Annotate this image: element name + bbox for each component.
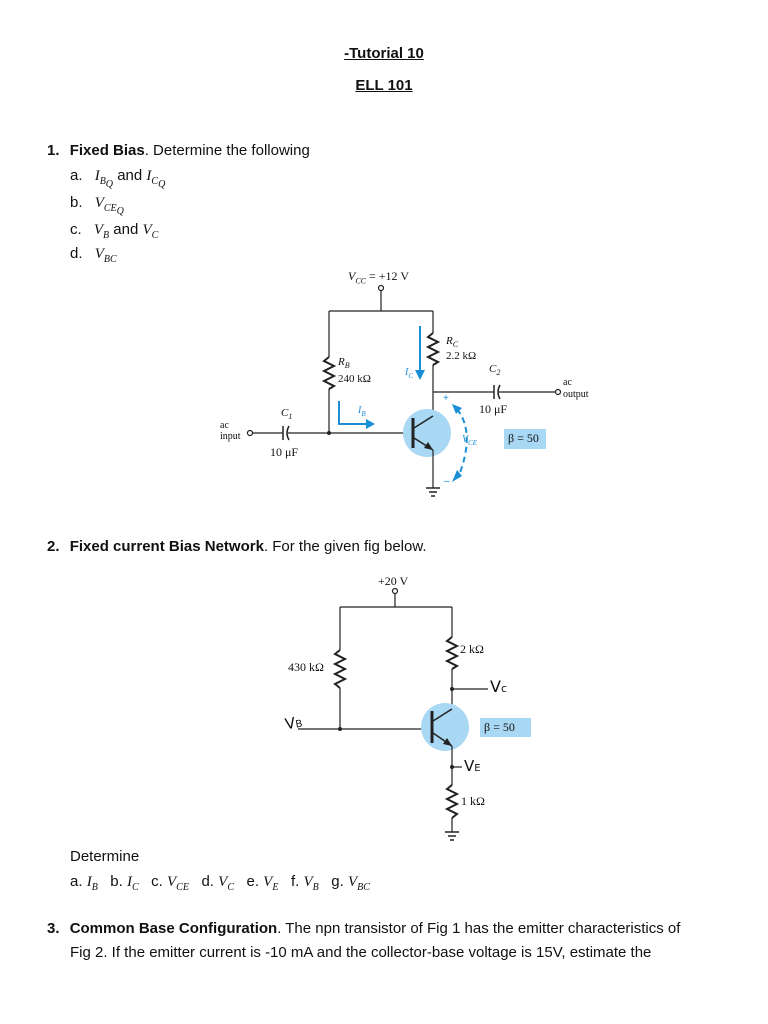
q1-item-a-letter: a. (70, 167, 83, 184)
supply-label: +20 V (378, 574, 409, 588)
rb-resistor (321, 356, 337, 390)
determine-label: Determine (70, 848, 140, 865)
ac-input-label-line2: input (220, 431, 241, 442)
c2-value: 10 μF (479, 402, 508, 416)
q2-number: 2. (47, 538, 60, 555)
ac-output-label-line1: ac (563, 377, 572, 388)
q1-item-c-letter: c. (70, 221, 82, 238)
course-code: ELL 101 (355, 77, 413, 94)
q1-item-c: c. VB and VC (70, 221, 159, 241)
transistor-q1 (403, 409, 451, 457)
vb-handwritten-label: VB (283, 713, 304, 734)
beta-label-1: β = 50 (508, 431, 539, 445)
c1-value: 10 μF (270, 445, 299, 459)
rc-value: 2.2 kΩ (446, 350, 477, 362)
re-value: 1 kΩ (461, 794, 485, 808)
rc-resistor (425, 332, 441, 366)
ac-input-label: ac input (220, 420, 241, 442)
q1-title: Fixed Bias (69, 142, 145, 159)
ic-label: IC (405, 367, 414, 380)
q2-intro: . For the given fig below. (263, 538, 427, 555)
question-3-heading: 3. Common Base Configuration. The npn tr… (47, 920, 680, 937)
rb-resistor-2 (332, 649, 348, 689)
q1-item-b: b. VCEQ (70, 194, 124, 217)
output-terminal (554, 388, 562, 396)
q3-text-line1: . The npn transistor of Fig 1 has the em… (277, 920, 681, 937)
vcc-label: VCC = +12 V (348, 269, 409, 286)
vce-arrow (456, 408, 468, 479)
ib-label: IB (358, 405, 366, 418)
vce-label: VCE (462, 434, 478, 447)
ac-input-label-line1: ac (220, 420, 229, 431)
q1-item-a: a. IBQ and ICQ (70, 167, 166, 190)
beta-box-1 (504, 429, 546, 449)
q1-intro: . Determine the following (144, 142, 310, 159)
rb-value-2: 430 kΩ (288, 660, 324, 674)
q1-item-a-math: IBQ (94, 168, 114, 190)
supply-terminal (391, 587, 399, 595)
q1-item-d: d. VBC (70, 245, 117, 265)
beta-label-2: β = 50 (484, 720, 515, 734)
question-2-heading: 2. Fixed current Bias Network. For the g… (47, 538, 427, 555)
ac-output-label-line2: output (563, 389, 589, 400)
q1-number: 1. (47, 142, 60, 159)
ve-handwritten-label: VE (464, 757, 481, 775)
rc-name: RC (446, 335, 459, 350)
tutorial-title: -Tutorial 10 (344, 45, 424, 62)
q1-item-b-math: VCEQ (94, 195, 124, 217)
determine-items: a. IB b. IC c. VCE d. VC e. VE f. VB g. … (70, 873, 370, 893)
beta-box-2 (480, 718, 531, 737)
question-1-heading: 1. Fixed Bias. Determine the following (47, 142, 310, 159)
rb-value: 240 kΩ (338, 373, 371, 385)
vce-minus: – (444, 476, 450, 487)
q3-text-line2: Fig 2. If the emitter current is -10 mA … (70, 944, 652, 961)
rb-name: RB (338, 356, 350, 371)
ac-output-label: ac output (563, 377, 589, 401)
q2-title: Fixed current Bias Network (69, 538, 264, 555)
c1-name: C1 (281, 407, 293, 422)
vc-handwritten-label: Vc (490, 677, 508, 696)
q3-title: Common Base Configuration (69, 920, 278, 937)
rc-value-2: 2 kΩ (460, 642, 484, 656)
q3-number: 3. (47, 920, 60, 937)
re-resistor (444, 784, 460, 819)
c2-name: C2 (489, 363, 501, 378)
ib-arrow (338, 401, 368, 425)
q1-item-b-letter: b. (70, 194, 83, 211)
vce-plus: + (443, 393, 449, 404)
q1-item-d-letter: d. (70, 245, 83, 262)
rc-resistor-2 (444, 636, 460, 670)
